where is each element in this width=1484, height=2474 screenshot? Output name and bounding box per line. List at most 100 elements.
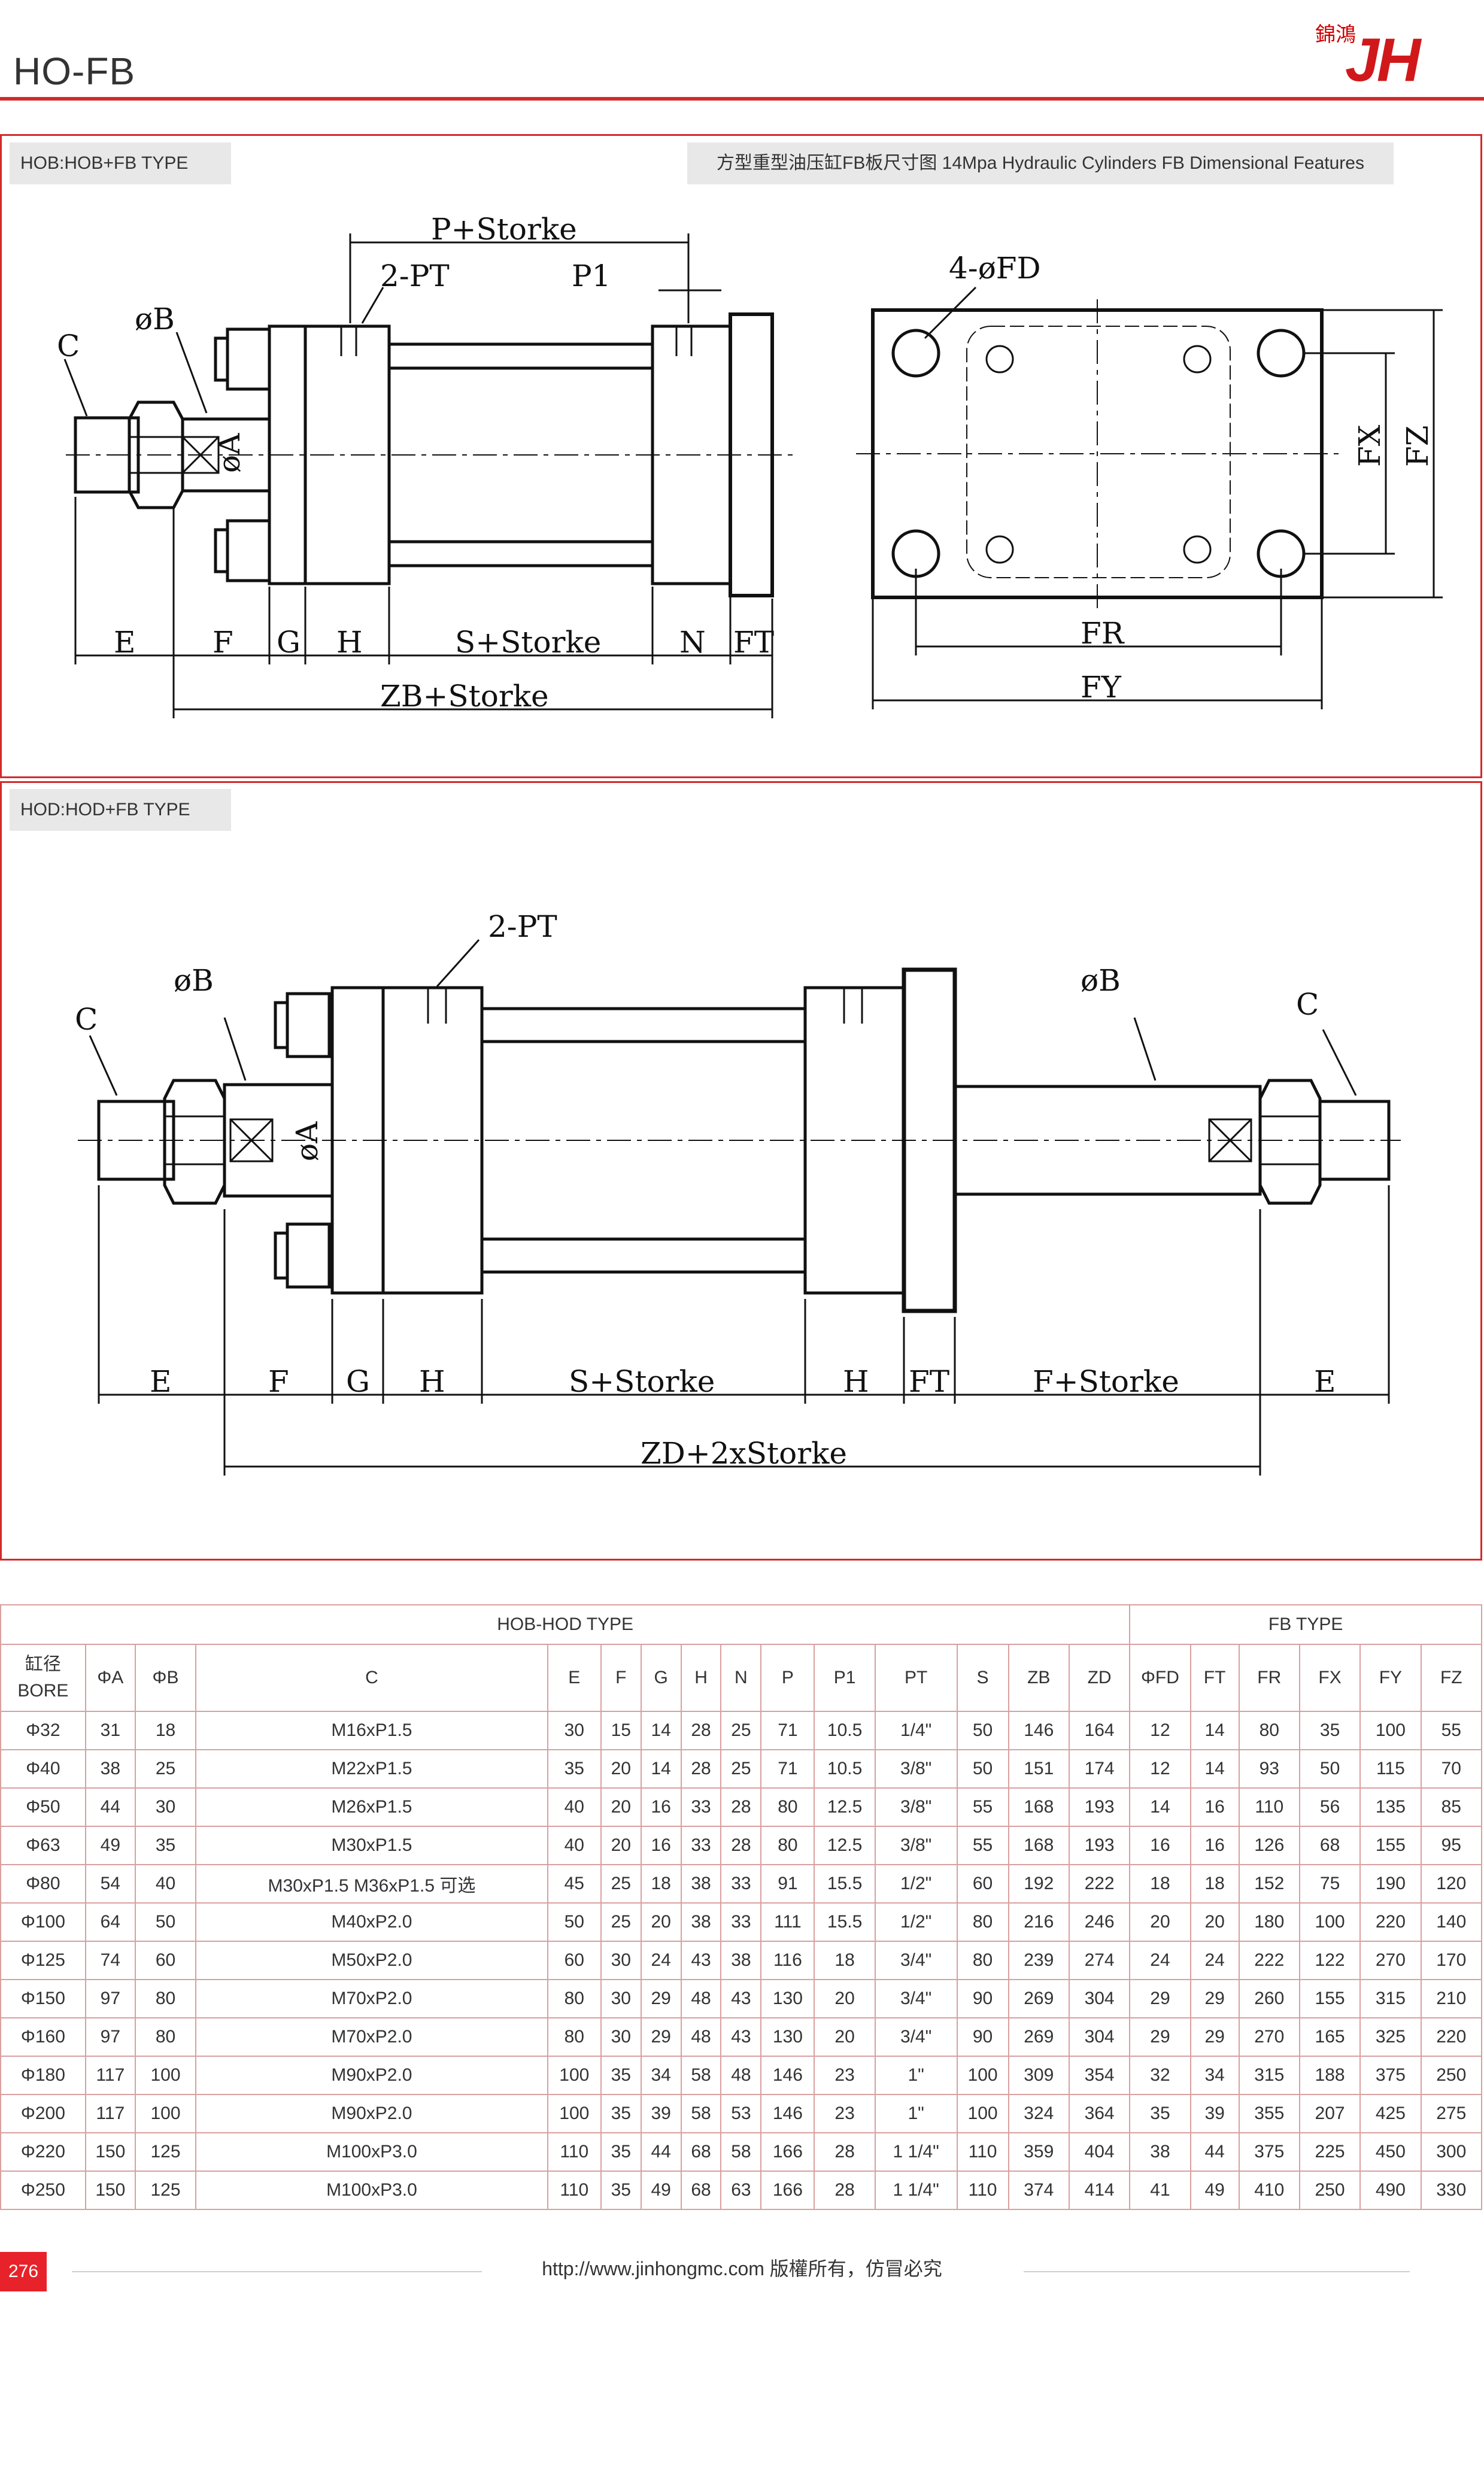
label-zb-storke: ZB+Storke (380, 679, 549, 714)
header-cell: FZ (1420, 1644, 1483, 1712)
table-cell: 309 (1007, 2056, 1070, 2095)
table-cell: 80 (547, 2017, 602, 2057)
table-cell: 12 (1129, 1711, 1191, 1750)
bore-cell: Φ100 (0, 1902, 86, 1942)
table-cell: 170 (1420, 1941, 1483, 1980)
table-cell: 50 (956, 1711, 1009, 1750)
header-cell: FY (1359, 1644, 1422, 1712)
table-cell: 100 (547, 2056, 602, 2095)
table-cell: 34 (1189, 2056, 1240, 2095)
bore-cell: Φ200 (0, 2094, 86, 2133)
table-cell: 24 (640, 1941, 682, 1980)
table-cell: 80 (956, 1941, 1009, 1980)
header-cell: P1 (814, 1644, 876, 1712)
table-cell: 216 (1007, 1902, 1070, 1942)
table-cell: 3/8" (874, 1787, 958, 1827)
table-cell: 100 (134, 2056, 197, 2095)
header-cell: N (720, 1644, 762, 1712)
table-cell: 16 (1189, 1826, 1240, 1865)
table-cell: 29 (1129, 2017, 1191, 2057)
table-cell: 60 (547, 1941, 602, 1980)
table-cell: 130 (760, 2017, 815, 2057)
table-cell: 43 (720, 1979, 762, 2018)
page-title: HO-FB (13, 50, 136, 93)
bore-cell: Φ40 (0, 1749, 86, 1789)
table-cell: 49 (640, 2171, 682, 2210)
page-number: 276 (0, 2252, 47, 2291)
table-cell: 3/4" (874, 2017, 958, 2057)
table-cell: 48 (720, 2056, 762, 2095)
table-cell: 74 (84, 1941, 136, 1980)
label-ft: FT (733, 625, 774, 660)
table-cell: 410 (1238, 2171, 1300, 2210)
table-cell: 29 (1129, 1979, 1191, 2018)
table-cell: 20 (640, 1902, 682, 1942)
table-cell: 116 (760, 1941, 815, 1980)
table-cell: 40 (547, 1826, 602, 1865)
table-cell: 55 (1420, 1711, 1483, 1750)
table-cell: M30xP1.5 (195, 1826, 548, 1865)
table-cell: 125 (134, 2171, 197, 2210)
table-cell: 115 (1359, 1749, 1422, 1789)
table-cell: 50 (956, 1749, 1009, 1789)
table-cell: 80 (760, 1787, 815, 1827)
table-cell: 15 (600, 1711, 642, 1750)
table-cell: 35 (600, 2132, 642, 2172)
table-cell: 14 (1189, 1711, 1240, 1750)
table-cell: 110 (547, 2132, 602, 2172)
table-cell: 110 (956, 2171, 1009, 2210)
table-cell: 97 (84, 1979, 136, 2018)
bore-cell: Φ80 (0, 1864, 86, 1904)
table-cell: M16xP1.5 (195, 1711, 548, 1750)
table-cell: 12.5 (814, 1787, 876, 1827)
table-cell: 304 (1068, 1979, 1131, 2018)
table-cell: 125 (134, 2132, 197, 2172)
table-cell: 29 (640, 1979, 682, 2018)
table-cell: 135 (1359, 1787, 1422, 1827)
table-cell: 23 (814, 2056, 876, 2095)
table-cell: 222 (1068, 1864, 1131, 1904)
table-cell: 38 (84, 1749, 136, 1789)
table-cell: 95 (1420, 1826, 1483, 1865)
header-cell: F (600, 1644, 642, 1712)
table-cell: 146 (1007, 1711, 1070, 1750)
table-group-row: HOB-HOD TYPE FB TYPE (0, 1604, 1482, 1645)
table-cell: 220 (1420, 2017, 1483, 2057)
table-cell: 16 (640, 1826, 682, 1865)
table-cell: 270 (1359, 1941, 1422, 1980)
table-cell: 35 (600, 2056, 642, 2095)
table-cell: 166 (760, 2132, 815, 2172)
table-cell: 270 (1238, 2017, 1300, 2057)
table-cell: 48 (680, 1979, 722, 2018)
table-cell: 15.5 (814, 1902, 876, 1942)
header-cell: PT (874, 1644, 958, 1712)
table-cell: 28 (814, 2171, 876, 2210)
table-cell: 122 (1298, 1941, 1361, 1980)
table-cell: 25 (720, 1749, 762, 1789)
table-cell: 364 (1068, 2094, 1131, 2133)
table-cell: 16 (1129, 1826, 1191, 1865)
header-cell: C (195, 1644, 548, 1712)
table-cell: 80 (134, 2017, 197, 2057)
table-cell: 16 (640, 1787, 682, 1827)
header-cell: E (547, 1644, 602, 1712)
table-cell: 150 (84, 2132, 136, 2172)
table-cell: 374 (1007, 2171, 1070, 2210)
table-cell: 140 (1420, 1902, 1483, 1942)
table-cell: 39 (1189, 2094, 1240, 2133)
table-cell: 193 (1068, 1787, 1131, 1827)
header-cell: ΦB (134, 1644, 197, 1712)
table-cell: 56 (1298, 1787, 1361, 1827)
table-cell: 117 (84, 2094, 136, 2133)
table-cell: 45 (547, 1864, 602, 1904)
table-cell: 325 (1359, 2017, 1422, 2057)
table-cell: 28 (680, 1711, 722, 1750)
header-bore-en: BORE (17, 1681, 69, 1701)
table-cell: 91 (760, 1864, 815, 1904)
section-hob-label: HOB:HOB+FB TYPE (10, 142, 231, 184)
